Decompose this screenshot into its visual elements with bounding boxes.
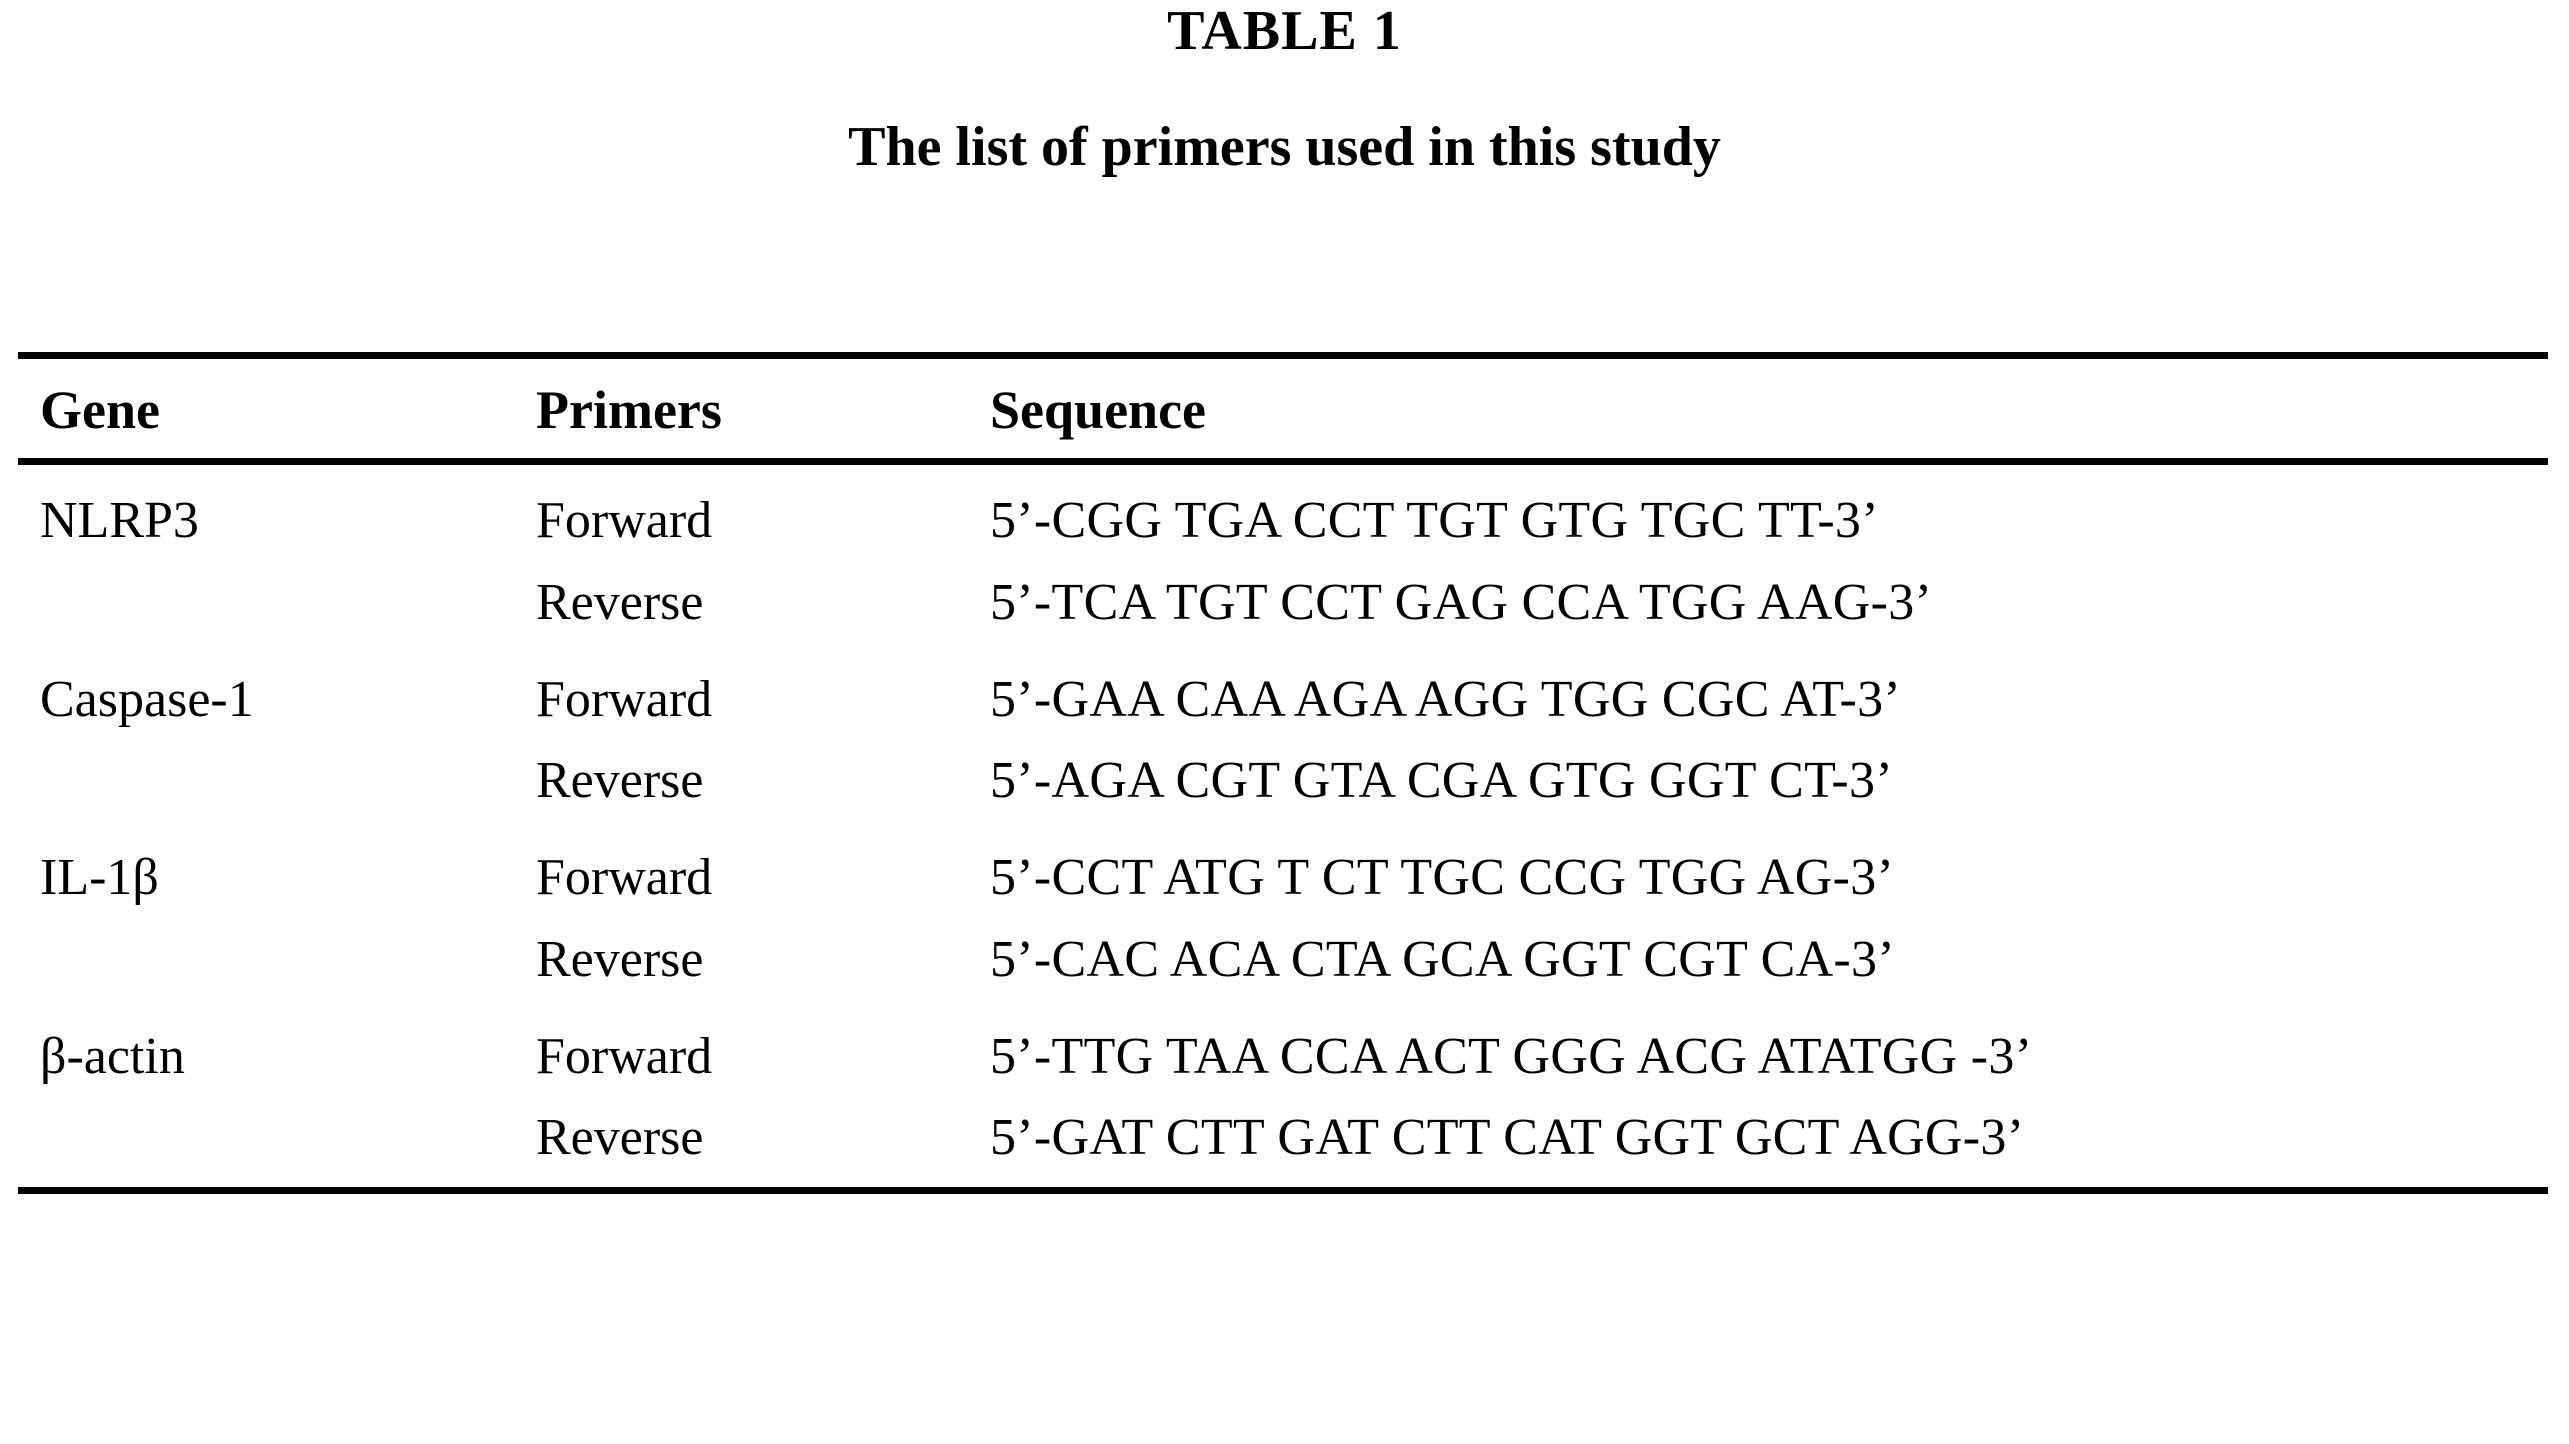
table-caption-heading: The list of primers used in this study [848,116,1721,178]
column-header-sequence: Sequence [968,351,2548,466]
cell-primers: Reverse [536,573,704,631]
cell-primers: Forward [536,1027,713,1085]
cell-sequence: 5’-GAA CAA AGA AGG TGG CGC AT-3’ [990,670,1902,728]
cell-primers: Forward [536,492,713,550]
column-header-gene: Gene [18,351,518,466]
cell-sequence: 5’-CCT ATG T CT TGC CCG TGG AG-3’ [990,849,1895,907]
cell-gene: IL-1β [40,849,159,907]
cell-primers: Reverse [536,752,704,810]
table-row: IL-1β Forward 5’-CCT ATG T CT TGC CCG TG… [18,822,2548,919]
cell-sequence: 5’-TCA TGT CCT GAG CCA TGG AAG-3’ [990,573,1933,631]
cell-gene: β-actin [40,1027,185,1085]
table-row: Reverse 5’-AGA CGT GTA CGA GTG GGT CT-3’ [18,741,2548,822]
cell-primers: Forward [536,670,713,728]
table-row: Caspase-1 Forward 5’-GAA CAA AGA AGG TGG… [18,644,2548,741]
cell-sequence: 5’-GAT CTT GAT CTT CAT GGT GCT AGG-3’ [968,1098,2548,1195]
table-row: NLRP3 Forward 5’-CGG TGA CCT TGT GTG TGC… [18,462,2548,563]
cell-sequence: 5’-CGG TGA CCT TGT GTG TGC TT-3’ [990,492,1879,550]
header-row: Gene Primers Sequence [18,351,2548,466]
cell-sequence: 5’-CAC ACA CTA GCA GGT CGT CA-3’ [990,930,1895,988]
table-header: Gene Primers Sequence [18,351,2548,466]
table-row: Reverse 5’-TCA TGT CCT GAG CCA TGG AAG-3… [18,563,2548,644]
table-body: NLRP3 Forward 5’-CGG TGA CCT TGT GTG TGC… [18,462,2548,1195]
cell-sequence: 5’-TTG TAA CCA ACT GGG ACG ATATGG -3’ [990,1027,2033,1085]
column-header-primers: Primers [518,351,968,466]
cell-gene [18,1098,518,1195]
cell-primers: Forward [536,849,713,907]
cell-sequence: 5’-AGA CGT GTA CGA GTG GGT CT-3’ [990,752,1893,810]
cell-gene [18,563,518,644]
cell-primers: Reverse [518,1098,968,1195]
table-row: Reverse 5’-CAC ACA CTA GCA GGT CGT CA-3’ [18,920,2548,1001]
table-row: Reverse 5’-GAT CTT GAT CTT CAT GGT GCT A… [18,1098,2548,1195]
table-number-heading: TABLE 1 [1167,0,1402,62]
primers-table: Gene Primers Sequence NLRP3 Forward 5’-C… [18,351,2548,1195]
cell-gene: NLRP3 [40,492,199,550]
cell-gene: Caspase-1 [40,670,254,728]
cell-gene [18,741,518,822]
table-row: β-actin Forward 5’-TTG TAA CCA ACT GGG A… [18,1001,2548,1098]
cell-primers: Reverse [536,930,704,988]
cell-gene [18,920,518,1001]
